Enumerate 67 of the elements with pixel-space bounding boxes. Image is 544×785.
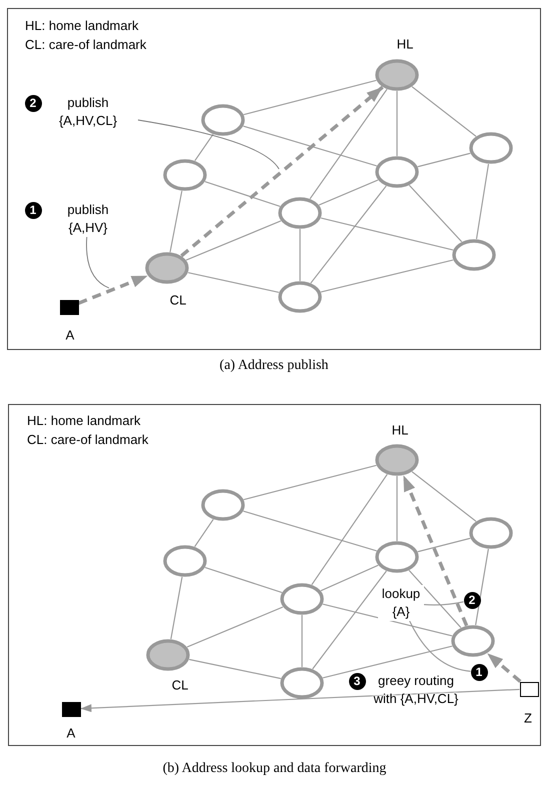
link-line [320, 259, 454, 293]
link-line [188, 658, 282, 680]
link-line [186, 606, 284, 648]
link-line [244, 464, 376, 500]
link-line [320, 217, 454, 251]
link-line [244, 80, 376, 116]
arrow [78, 274, 148, 305]
link-line [170, 576, 183, 640]
link-line [311, 474, 388, 586]
host-square [60, 300, 78, 314]
edge-label: greey routing with {A,HV,CL} [372, 672, 460, 708]
link-line [204, 181, 280, 207]
link-line [408, 570, 462, 628]
link-line [418, 538, 470, 552]
link-line [412, 86, 476, 137]
link-line [424, 601, 464, 606]
link-line [310, 88, 388, 200]
node-label: CL [170, 292, 186, 308]
callout-number: 1 [470, 664, 488, 680]
leader-line [86, 236, 110, 288]
key-text: HL: home landmark [25, 18, 138, 33]
panel-caption: (a) Address publish [218, 358, 330, 374]
node-label: A [66, 726, 76, 740]
link-line [418, 152, 470, 168]
link-line [310, 186, 387, 284]
link-line [194, 519, 214, 547]
link-line [299, 229, 301, 281]
callout-number: 2 [24, 94, 42, 112]
callout-number: 1 [24, 202, 42, 218]
callout-number: 3 [348, 672, 366, 690]
node-label: HL [396, 36, 414, 52]
callout-number: 2 [464, 592, 480, 608]
node-label: A [66, 328, 74, 342]
key-text: CL: care-of landmark [27, 432, 148, 447]
link-line [475, 548, 489, 626]
link-line [204, 566, 282, 594]
link-line [194, 134, 214, 162]
leader-line [138, 120, 280, 170]
arrow [402, 474, 468, 626]
node-label: Z [524, 710, 532, 726]
key-text: CL: care-of landmark [25, 37, 146, 52]
link-line [243, 510, 377, 552]
link-line [412, 471, 476, 522]
link-line [320, 564, 378, 592]
link-line [396, 91, 398, 156]
link-line [301, 615, 303, 667]
annotation-text: lookup {A} [378, 585, 424, 621]
host-square [520, 682, 538, 696]
panel-caption: (b) Address lookup and data forwarding [162, 761, 388, 777]
key-text: HL: home landmark [27, 413, 140, 428]
link-line [170, 190, 182, 252]
node-label: CL [172, 678, 188, 692]
link-line [396, 476, 398, 541]
link-line [312, 570, 387, 670]
link-line [186, 220, 282, 261]
link-line [322, 646, 452, 678]
link-line [476, 164, 490, 240]
arrow [486, 652, 522, 683]
node-label: HL [392, 422, 408, 438]
link-line [322, 604, 452, 636]
link-line [318, 180, 378, 206]
link-line [409, 620, 471, 672]
arrow [180, 86, 384, 258]
host-square [62, 702, 80, 716]
link-line [243, 126, 377, 166]
link-line [188, 272, 280, 293]
link-line [408, 184, 462, 242]
